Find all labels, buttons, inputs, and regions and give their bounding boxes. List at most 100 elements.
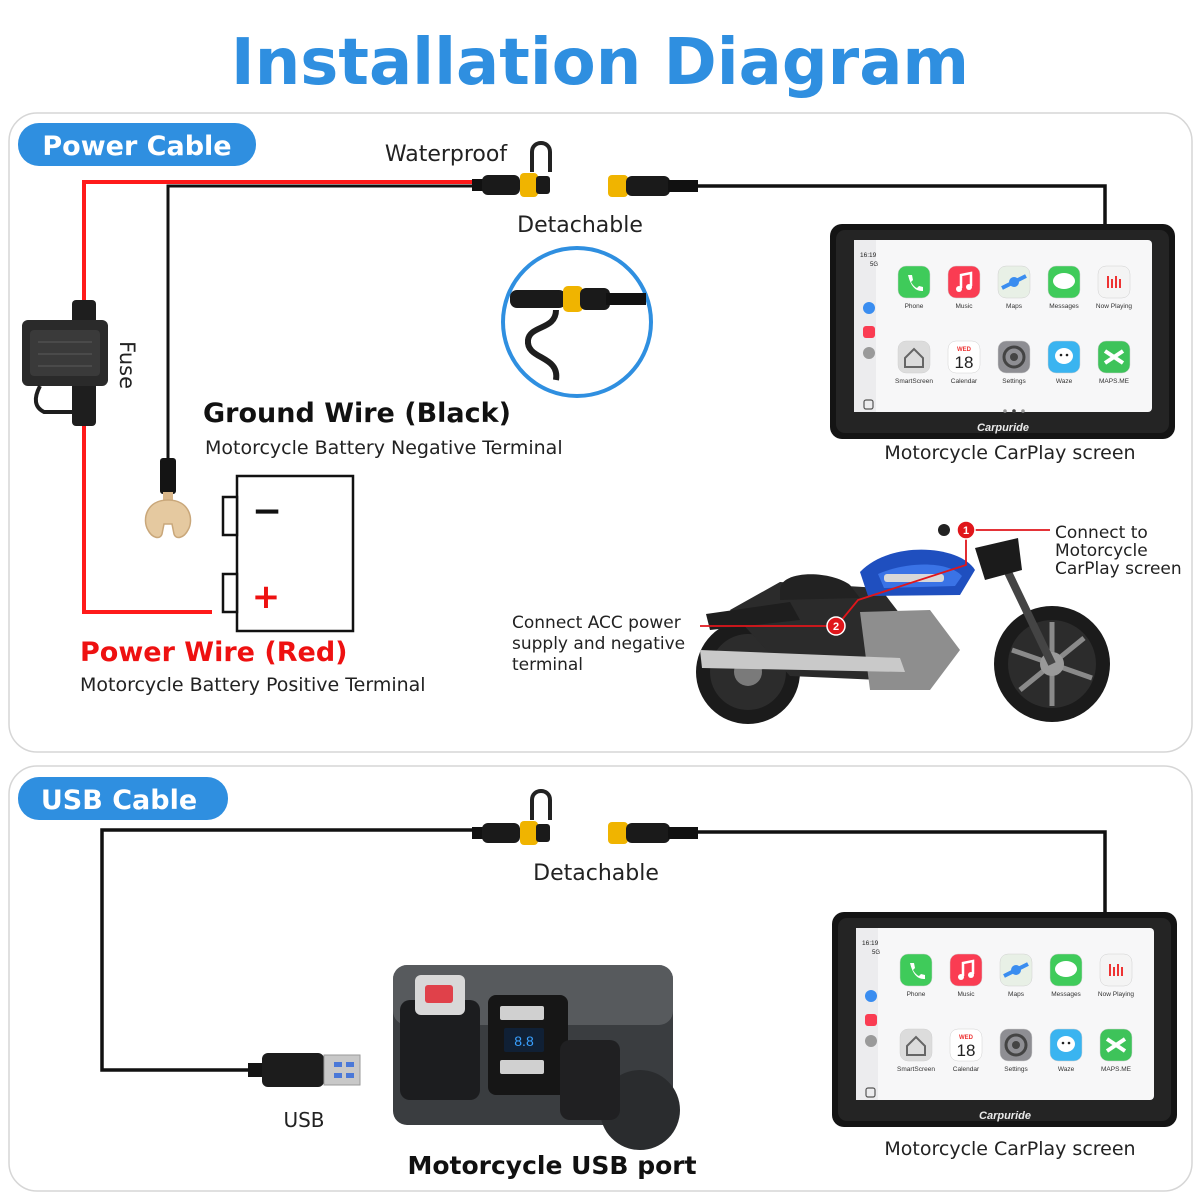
app-label: MAPS.ME [1099,378,1130,385]
carpuride-logo: Carpuride [977,422,1029,434]
app-home-usb[interactable]: SmartScreen [897,1028,935,1073]
calendar-date-usb: 18 [957,1041,976,1060]
app-phone[interactable]: Phone [897,265,931,310]
app-label: Calendar [951,378,978,385]
carpuride-logo-usb: Carpuride [979,1110,1031,1122]
now-playing-icon [1099,953,1133,987]
calendar-icon [947,340,981,374]
app-gear[interactable]: Settings [997,340,1031,385]
ground-wire-heading: Ground Wire (Black) [203,398,511,429]
app-label-usb: MAPS.ME [1101,1066,1132,1073]
app-messages-usb[interactable]: Messages [1049,953,1083,998]
sidebar-settings-icon-usb [865,1035,877,1047]
app-maps-me-usb[interactable]: MAPS.ME [1099,1028,1133,1073]
app-maps[interactable]: Maps [997,265,1031,310]
calendar-icon [949,1028,983,1062]
app-label: Waze [1056,378,1073,385]
status-signal-usb: 5G [872,950,880,956]
now-playing-icon [1097,265,1131,299]
screen-cable-black [698,184,1107,228]
marker-2 [826,616,846,636]
app-gear-usb[interactable]: Settings [999,1028,1033,1073]
app-label: SmartScreen [895,378,933,385]
sidebar-music-icon-usb [865,1014,877,1026]
ground-wire-black [166,184,482,462]
app-label-usb: Now Playing [1098,991,1135,998]
app-waze[interactable]: Waze [1047,340,1081,385]
status-time: 16:19 [860,252,877,259]
connect-screen-line-2: Motorcycle [1055,541,1148,561]
app-label-usb: Messages [1051,991,1081,998]
screen-caption-usb: Motorcycle CarPlay screen [884,1138,1135,1160]
marker-2-number: 2 [833,621,839,633]
usb-port-photo: 8.8 [393,965,680,1150]
sidebar-dashboard-icon [863,399,874,410]
ground-terminal-label: Motorcycle Battery Negative Terminal [205,437,563,459]
app-label-usb: Calendar [953,1066,980,1073]
app-waze-usb[interactable]: Waze [1049,1028,1083,1073]
connector-zoom-circle [501,246,653,398]
sidebar-maps-icon-usb [865,990,877,1002]
app-label: Now Playing [1096,303,1133,310]
connector-cap-loop-icon [530,141,552,172]
connect-acc-line-1: Connect ACC power [512,613,681,633]
calendar-date: 18 [955,353,974,372]
sidebar-settings-icon [863,347,875,359]
usb-port-caption: Motorcycle USB port [407,1151,696,1180]
app-messages[interactable]: Messages [1047,265,1081,310]
sidebar-maps-icon [863,302,875,314]
usb-label: USB [283,1108,324,1132]
home-icon [897,340,931,374]
power-cable-pill-label: Power Cable [42,131,231,162]
fuse-holder-icon [22,300,108,426]
battery-plus-symbol: + [252,577,281,617]
app-maps-usb[interactable]: Maps [999,953,1033,998]
music-icon [947,265,981,299]
sidebar-dashboard-icon-usb [865,1087,876,1098]
svg-text:8.8: 8.8 [514,1033,534,1049]
usb-plug-icon [248,1053,361,1087]
usb-connector-cap-loop-icon [530,789,552,820]
marker-1-number: 1 [963,525,969,537]
power-wire-heading: Power Wire (Red) [80,637,347,668]
battery-minus-symbol: − [252,491,282,532]
power-cable-pill [18,123,256,166]
app-music-usb[interactable]: Music [949,953,983,998]
connect-acc-line-3: terminal [512,655,583,675]
app-phone-usb[interactable]: Phone [899,953,933,998]
marker-1 [956,520,976,540]
battery-icon [221,474,355,633]
app-label: Maps [1006,303,1023,310]
usb-detachable-label: Detachable [533,861,659,886]
app-music[interactable]: Music [947,265,981,310]
usb-cable-pill-label: USB Cable [41,785,197,816]
music-icon [949,953,983,987]
ring-terminal-icon [144,458,192,539]
sidebar-music-icon [863,326,875,338]
app-maps-me[interactable]: MAPS.ME [1097,340,1131,385]
status-time-usb: 16:19 [862,940,879,947]
status-signal: 5G [870,262,878,268]
usb-cable-pill [18,777,228,820]
calendar-day-usb: WED [959,1035,974,1041]
app-home[interactable]: SmartScreen [895,340,933,385]
app-now-playing-usb[interactable]: Now Playing [1098,953,1135,998]
app-now-playing[interactable]: Now Playing [1096,265,1133,310]
app-label: Phone [905,303,924,310]
screen-caption-power: Motorcycle CarPlay screen [884,442,1135,464]
app-label-usb: Music [958,991,976,998]
app-label-usb: SmartScreen [897,1066,935,1073]
detachable-label: Detachable [517,213,643,238]
fuse-label: Fuse [115,341,139,389]
app-label-usb: Maps [1008,991,1025,998]
phone-icon [897,265,931,299]
usb-screen-cable [698,830,1107,914]
power-terminal-label: Motorcycle Battery Positive Terminal [80,674,426,696]
app-label: Messages [1049,303,1079,310]
phone-icon [899,953,933,987]
